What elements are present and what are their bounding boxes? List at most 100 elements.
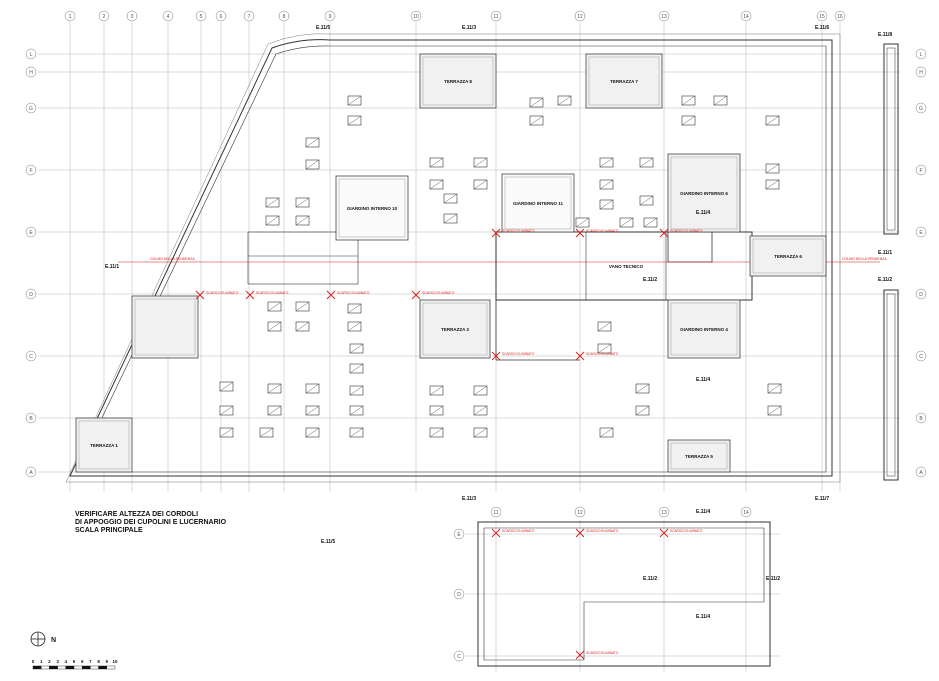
- drain-cross: [575, 528, 585, 538]
- note-line-3: SCALA PRINCIPALE: [75, 527, 143, 534]
- section-e11-5-bottom: E.11/5: [321, 539, 335, 545]
- section-e11-2-sec: E.11/2: [643, 576, 657, 582]
- skylights: [219, 95, 782, 438]
- scale-number: 8: [97, 659, 100, 664]
- scale-number: 10: [112, 659, 118, 664]
- room-label: GIARDINO INTERNO 6: [680, 191, 728, 196]
- skylight-diagonal: [643, 217, 658, 228]
- drain-label: SCARICO ELIMINATO: [256, 291, 289, 295]
- skylight-diagonal: [349, 405, 364, 416]
- skylight-diagonal: [265, 197, 280, 208]
- scale-segment: [106, 665, 116, 670]
- room-inner-outline: [670, 442, 728, 470]
- scale-segment: [73, 665, 83, 670]
- scale-number: 0: [32, 659, 35, 664]
- section-e11-8: E.11/8: [878, 32, 892, 38]
- skylight-diagonal: [639, 195, 654, 206]
- grid-row-bubble: [915, 350, 927, 362]
- drain-label: SCARICO ELIMINATO: [586, 529, 619, 533]
- grid-col-bubble: [278, 10, 290, 22]
- grid-col-bubble: [64, 10, 76, 22]
- room-outline: [749, 235, 827, 277]
- skylight-diagonal: [219, 427, 234, 438]
- skylight-diagonal: [443, 193, 458, 204]
- section-e11-3-bottom: E.11/3: [462, 496, 476, 502]
- grid-col-bubble: [215, 10, 227, 22]
- grid-row-bubble: [915, 226, 927, 238]
- grid-row-label: C: [919, 354, 923, 360]
- skylight-diagonal: [305, 427, 320, 438]
- room-outline: [667, 299, 741, 359]
- note-line-1: VERIFICARE ALTEZZA DEI CORDOLI: [75, 511, 199, 518]
- section-e11-2-sec-right: E.11/2: [766, 576, 780, 582]
- scale-number: 7: [89, 659, 92, 664]
- grid-row-bubble: [915, 288, 927, 300]
- scale-segment: [57, 665, 66, 670]
- grid-col-label: 6: [220, 14, 223, 20]
- grid-col-label: 4: [167, 14, 170, 20]
- grid-col-label: 13: [661, 14, 667, 20]
- grid-row-label-secondary: D: [457, 592, 461, 598]
- drain-cross: [659, 228, 669, 238]
- scale-number: 2: [48, 659, 51, 664]
- grid-row-bubble: [25, 350, 37, 362]
- skylight-diagonal: [635, 405, 650, 416]
- grid-row-label-secondary: E: [457, 532, 461, 538]
- scale-number: 6: [81, 659, 84, 664]
- grid-row-label: G: [29, 106, 33, 112]
- grid-row-label: L: [30, 52, 33, 58]
- grid-row-label: E: [919, 230, 923, 236]
- skylight-diagonal: [305, 383, 320, 394]
- skylight-diagonal: [429, 405, 444, 416]
- scale-segment: [32, 665, 42, 670]
- skylight-diagonal: [473, 157, 488, 168]
- grid-col-bubble-secondary: [740, 506, 752, 518]
- grid-col-bubble: [410, 10, 422, 22]
- skylight-diagonal: [529, 115, 544, 126]
- drain-cross: [575, 228, 585, 238]
- scale-number: 9: [106, 659, 109, 664]
- drain-label: SCARICO ELIMINATO: [586, 229, 619, 233]
- scale-segment: [65, 665, 75, 670]
- grid-row-bubble: [25, 466, 37, 478]
- section-marks: E.11/5 E.11/3 E.11/6 E.11/8 E.11/1 E.11/…: [105, 25, 892, 620]
- grid-row-bubble: [915, 48, 927, 60]
- grid-row-label: B: [29, 416, 33, 422]
- grid-row-bubble: [25, 48, 37, 60]
- skylight-diagonal: [349, 427, 364, 438]
- grid-row-label: B: [919, 416, 923, 422]
- room-label: TERRAZZA 1: [90, 443, 118, 448]
- grid-col-label: 8: [283, 14, 286, 20]
- room-inner-outline: [78, 420, 130, 470]
- grid-col-label: 7: [248, 14, 251, 20]
- grid-col-label: 16: [837, 14, 843, 20]
- colmo-label-left: COLMO DELLA PENDENZA: [150, 257, 195, 261]
- room-inner-outline: [670, 302, 738, 356]
- room-outline: [585, 53, 663, 109]
- scale-segment: [98, 665, 107, 670]
- grid-col-label: 2: [103, 14, 106, 20]
- grid-col-label: 3: [131, 14, 134, 20]
- room-inner-outline: [422, 302, 488, 356]
- skylight-diagonal: [429, 427, 444, 438]
- skylight-diagonal: [349, 385, 364, 396]
- skylight-diagonal: [267, 383, 282, 394]
- grid-col-label: 15: [819, 14, 825, 20]
- grid-row-bubble: [915, 164, 927, 176]
- grid-col-bubble: [740, 10, 752, 22]
- drain-cross: [575, 650, 585, 660]
- skylight-diagonal: [635, 383, 650, 394]
- drain-cross: [491, 528, 501, 538]
- skylight-diagonal: [267, 321, 282, 332]
- grid-col-bubble: [243, 10, 255, 22]
- grid-row-label: H: [29, 70, 33, 76]
- skylight-diagonal: [473, 179, 488, 190]
- room-outline: [501, 173, 575, 233]
- grid-row-label: F: [29, 168, 32, 174]
- skylight-diagonal: [219, 405, 234, 416]
- skylight-diagonal: [305, 159, 320, 170]
- drain-cross: [411, 290, 421, 300]
- skylight-diagonal: [347, 321, 362, 332]
